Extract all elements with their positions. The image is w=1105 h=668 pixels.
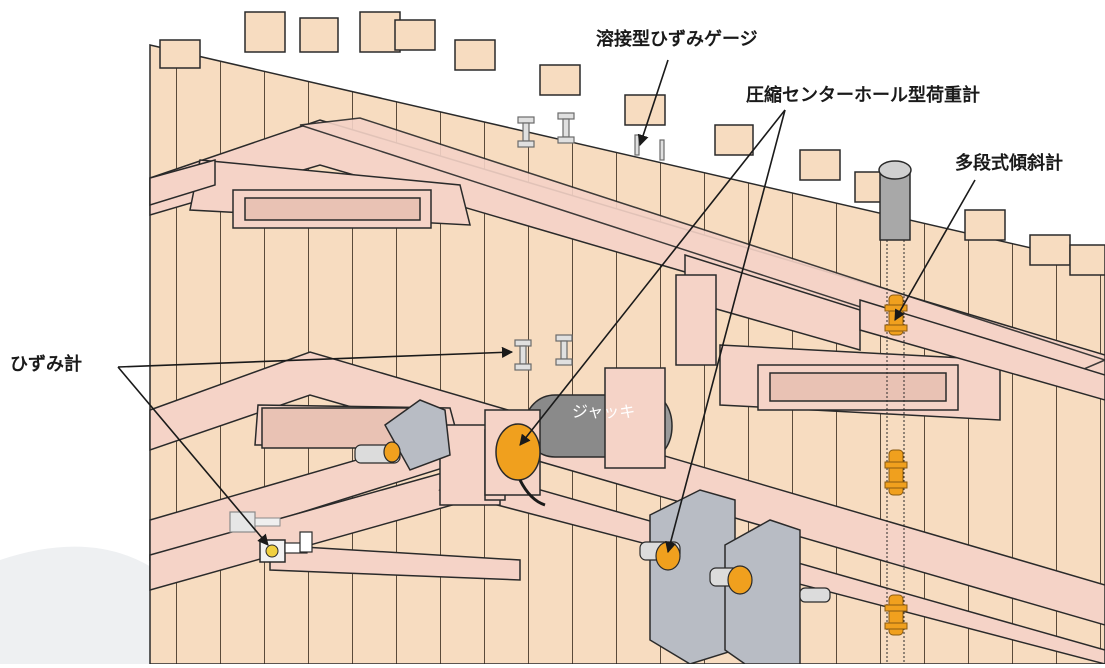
jack-assembly bbox=[484, 367, 673, 507]
strain-gauge-leader-1 bbox=[117, 346, 514, 368]
inclinometer-leader bbox=[894, 179, 976, 321]
load-cell-leader-2 bbox=[665, 109, 786, 554]
strain-gauge-leader-2 bbox=[117, 366, 269, 546]
load-cell-leader-1 bbox=[519, 109, 786, 446]
background-shadow bbox=[0, 546, 190, 664]
label-welded-strain-gauge: 溶接型ひずみゲージ bbox=[596, 29, 758, 50]
load-cell-center bbox=[495, 423, 541, 481]
welded-gauge-leader bbox=[637, 59, 669, 147]
label-inclinometer: 多段式傾斜計 bbox=[955, 153, 1063, 174]
label-center-hole-load-cell: 圧縮センターホール型荷重計 bbox=[746, 85, 980, 106]
wall-strain-gauges bbox=[514, 112, 665, 371]
label-strain-gauge: ひずみ計 bbox=[10, 354, 82, 375]
label-jack: ジャッキ bbox=[572, 402, 636, 421]
leader-lines bbox=[117, 59, 976, 554]
load-cell-units bbox=[354, 399, 831, 665]
